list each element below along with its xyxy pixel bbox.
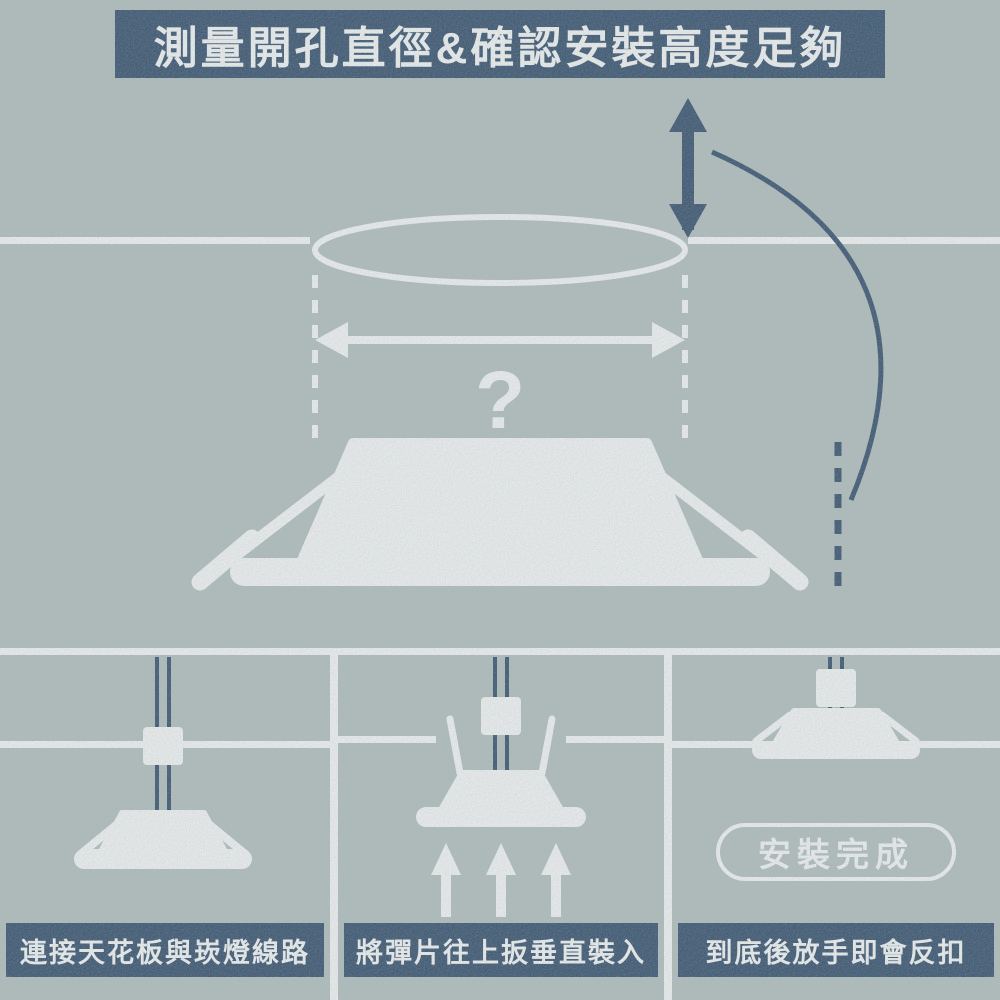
up-arrow-shaft xyxy=(441,871,451,917)
ceiling-line-left xyxy=(0,237,310,244)
up-arrow-head xyxy=(486,843,516,875)
vertical-divider-1 xyxy=(330,648,338,1000)
ceiling-line-right xyxy=(688,237,1000,244)
install-complete-badge: 安裝完成 xyxy=(716,823,956,881)
horizontal-divider xyxy=(0,648,1000,655)
height-arrow-bottom-head xyxy=(669,204,707,238)
step-3-illustration xyxy=(672,657,1000,759)
up-arrow-icon-3 xyxy=(541,843,571,917)
downlight-flange xyxy=(752,741,920,759)
downlight-body-recessed xyxy=(771,708,901,748)
junction-box xyxy=(481,697,521,735)
downlight-flange xyxy=(230,558,770,586)
diameter-arrow-left-head xyxy=(315,322,348,358)
downlight-fixture xyxy=(191,438,809,591)
step-1-caption: 連接天花板與崁燈線路 xyxy=(6,923,324,977)
up-arrow-icon-1 xyxy=(431,843,461,917)
spring-clip-right-up xyxy=(538,715,556,777)
height-arrow-icon xyxy=(669,98,707,238)
reference-curve xyxy=(710,149,884,501)
page-title: 測量開孔直徑&確認安裝高度足夠 xyxy=(153,24,847,73)
question-mark: ? xyxy=(475,355,525,446)
up-arrow-icon-2 xyxy=(486,843,516,917)
up-arrow-head xyxy=(431,843,461,875)
diameter-arrow-icon xyxy=(315,322,685,358)
step-2-caption: 將彈片往上扳垂直裝入 xyxy=(344,923,658,977)
measurement-diagram: ? xyxy=(0,98,1000,594)
junction-box xyxy=(816,669,856,707)
hole-ellipse xyxy=(312,214,688,286)
spring-clip-left-up xyxy=(446,715,464,777)
downlight-flange xyxy=(74,849,252,869)
vertical-divider-2 xyxy=(664,648,672,1000)
spring-clip-right-paddle xyxy=(739,529,809,591)
spring-clip-right-flat xyxy=(878,711,920,745)
step-panel-1: 連接天花板與崁燈線路 xyxy=(0,655,330,1000)
up-arrow-head xyxy=(541,843,571,875)
up-arrow-shaft xyxy=(496,871,506,917)
downlight-body xyxy=(294,438,706,572)
ceiling-line-left xyxy=(338,736,436,743)
diameter-arrow-shaft xyxy=(344,336,656,344)
spring-clip-left-paddle xyxy=(191,529,261,591)
step-panel-3: 安裝完成 到底後放手即會反扣 xyxy=(672,655,1000,1000)
step-panel-2: 將彈片往上扳垂直裝入 xyxy=(338,655,664,1000)
up-arrow-shaft xyxy=(551,871,561,917)
diameter-arrow-right-head xyxy=(652,322,685,358)
spring-clip-left-flat xyxy=(752,711,794,745)
junction-box xyxy=(143,727,183,765)
ceiling-line-right xyxy=(566,736,664,743)
title-banner: 測量開孔直徑&確認安裝高度足夠 xyxy=(115,10,885,78)
step-1-illustration xyxy=(0,657,330,869)
step-2-illustration xyxy=(338,657,664,917)
step-3-caption: 到底後放手即會反扣 xyxy=(678,923,994,977)
downlight-flange xyxy=(416,807,586,827)
height-arrow-top-head xyxy=(669,98,707,132)
